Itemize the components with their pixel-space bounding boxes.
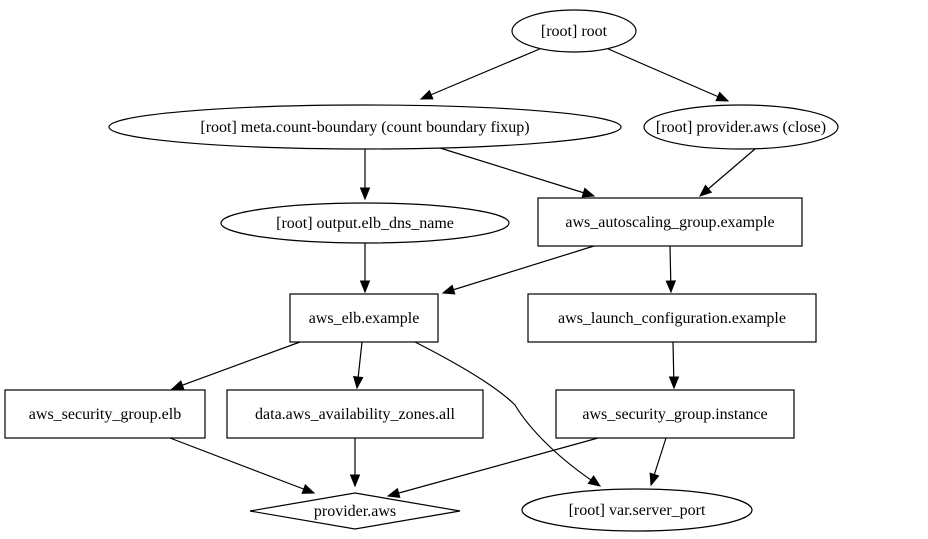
node-label: aws_security_group.elb	[29, 406, 181, 423]
node-diamond	[249, 492, 461, 530]
edge-provclose-to-asg	[699, 148, 756, 197]
arrowhead	[301, 484, 316, 494]
node-asg: aws_autoscaling_group.example	[537, 197, 803, 247]
node-root: [root] root	[511, 9, 637, 53]
node-provaws: provider.aws	[249, 492, 461, 530]
node-label: data.aws_availability_zones.all	[255, 406, 455, 423]
arrowhead	[349, 474, 361, 488]
node-ellipse	[511, 9, 637, 53]
node-label: [root] var.server_port	[569, 502, 706, 519]
edge-elb-to-sgelb	[170, 341, 301, 390]
edge-line	[387, 437, 599, 497]
arrowhead	[649, 472, 660, 487]
arrowhead	[359, 187, 371, 201]
node-ellipse	[521, 488, 753, 532]
arrowhead	[170, 380, 185, 390]
edges-layer	[169, 47, 756, 498]
edge-line	[442, 245, 595, 294]
edge-root-to-provclose	[605, 47, 730, 102]
node-label: [root] meta.count-boundary (count bounda…	[200, 119, 529, 136]
node-box	[289, 293, 439, 343]
edge-line	[605, 47, 729, 102]
edge-asg-to-elb	[441, 245, 595, 295]
edge-line	[171, 341, 301, 390]
node-label: provider.aws	[314, 503, 396, 520]
node-box	[527, 293, 817, 343]
arrowhead	[668, 376, 680, 390]
arrowhead	[715, 91, 730, 102]
node-ellipse	[643, 104, 839, 150]
arrowhead	[581, 187, 596, 198]
arrowhead	[665, 280, 677, 294]
arrowhead	[359, 280, 371, 294]
nodes-layer: [root] root [root] meta.count-boundary (c…	[4, 9, 839, 532]
node-sginst: aws_security_group.instance	[555, 389, 795, 439]
node-label: [root] provider.aws (close)	[656, 119, 826, 136]
node-varport: [root] var.server_port	[521, 488, 753, 532]
edge-lc-to-sginst	[668, 341, 680, 390]
edge-sginst-to-varport	[649, 437, 667, 487]
arrowhead	[587, 475, 602, 487]
node-box	[537, 197, 803, 247]
node-label: aws_launch_configuration.example	[558, 310, 786, 327]
node-az: data.aws_availability_zones.all	[226, 389, 484, 439]
edge-line	[439, 147, 595, 197]
edge-meta-to-output	[359, 149, 371, 201]
node-box	[226, 389, 484, 439]
node-label: [root] root	[541, 23, 608, 40]
arrowhead	[699, 184, 713, 197]
edge-elb-to-varport	[414, 341, 602, 487]
edge-line	[414, 341, 601, 487]
edge-az-to-provaws	[349, 438, 361, 488]
edge-line	[169, 437, 315, 494]
node-lc: aws_launch_configuration.example	[527, 293, 817, 343]
edge-output-to-elb	[359, 243, 371, 294]
node-label: [root] output.elb_dns_name	[276, 215, 454, 232]
arrowhead	[386, 487, 401, 498]
edge-line	[699, 148, 756, 197]
node-ellipse	[220, 202, 510, 244]
node-sgelb: aws_security_group.elb	[4, 389, 206, 439]
edge-sgelb-to-provaws	[169, 437, 316, 494]
arrowhead	[419, 89, 434, 100]
arrowhead	[353, 376, 364, 390]
edge-line	[420, 47, 543, 100]
edge-root-to-meta	[419, 47, 543, 100]
node-output: [root] output.elb_dns_name	[220, 202, 510, 244]
arrowhead	[441, 284, 456, 295]
node-label: aws_security_group.instance	[582, 406, 767, 423]
edge-elb-to-az	[353, 341, 364, 390]
node-elb: aws_elb.example	[289, 293, 439, 343]
edge-meta-to-asg	[439, 147, 596, 198]
node-meta: [root] meta.count-boundary (count bounda…	[108, 104, 622, 150]
node-label: aws_elb.example	[309, 310, 420, 327]
node-box	[4, 389, 206, 439]
node-box	[555, 389, 795, 439]
edge-sginst-to-provaws	[386, 437, 599, 498]
node-ellipse	[108, 104, 622, 150]
node-provclose: [root] provider.aws (close)	[643, 104, 839, 150]
node-label: aws_autoscaling_group.example	[565, 214, 774, 231]
edge-asg-to-lc	[665, 245, 677, 294]
